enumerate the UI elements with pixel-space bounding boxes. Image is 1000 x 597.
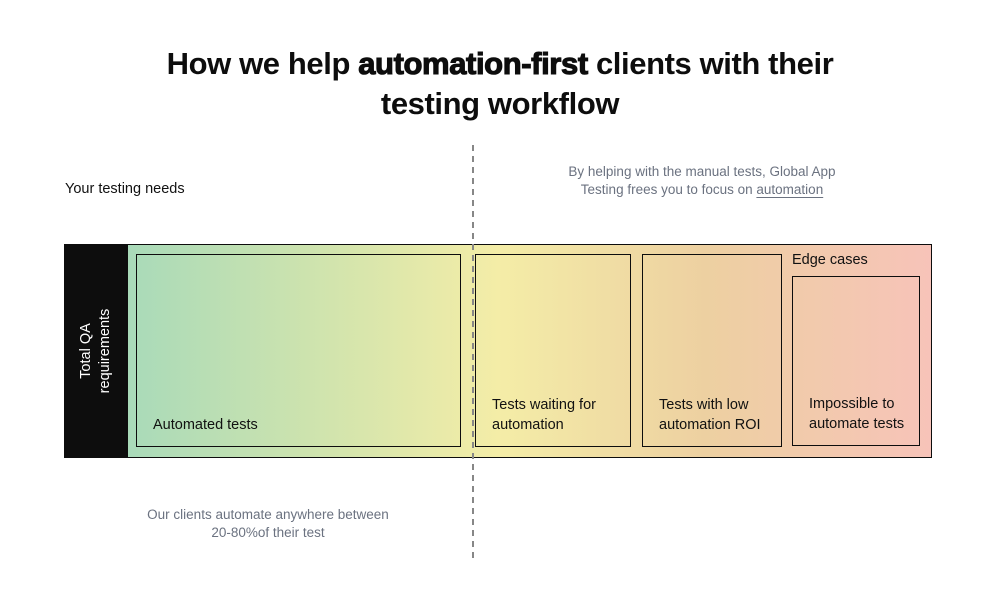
segment-label: Tests with low automation ROI	[659, 397, 761, 433]
page-title: How we help automation-first clients wit…	[0, 44, 1000, 124]
segment-automated-tests: Automated tests	[136, 254, 461, 447]
helper-note-line1: By helping with the manual tests, Global…	[568, 164, 836, 179]
total-qa-axis-box: Total QA requirements	[63, 243, 128, 458]
total-qa-axis-label: Total QA requirements	[77, 308, 113, 393]
clients-automate-note: Our clients automate anywhere between 20…	[147, 507, 389, 540]
edge-cases-label: Edge cases	[792, 252, 868, 268]
qa-requirements-bar: Total QA requirements Automated tests Te…	[63, 243, 932, 458]
title-post: clients with their	[587, 46, 834, 81]
segment-impossible-to-automate: Impossible to automate tests	[792, 276, 920, 446]
segment-tests-low-automation-roi: Tests with low automation ROI	[642, 254, 782, 447]
title-highlight: automation-first	[358, 45, 589, 81]
your-testing-needs-label: Your testing needs	[65, 181, 185, 197]
helper-note: By helping with the manual tests, Global…	[532, 163, 872, 198]
title-pre: How we help	[166, 46, 359, 81]
automation-link[interactable]: automation	[756, 181, 824, 197]
segment-label: Automated tests	[153, 416, 258, 433]
segment-label: Impossible to automate tests	[809, 396, 905, 432]
segment-tests-waiting-for-automation: Tests waiting for automation	[475, 254, 631, 447]
dashed-divider	[472, 145, 474, 561]
title-line2: testing workflow	[380, 86, 620, 121]
helper-note-line2: Testing frees you to focus on	[580, 181, 757, 197]
segment-label: Tests waiting for automation	[492, 397, 596, 433]
